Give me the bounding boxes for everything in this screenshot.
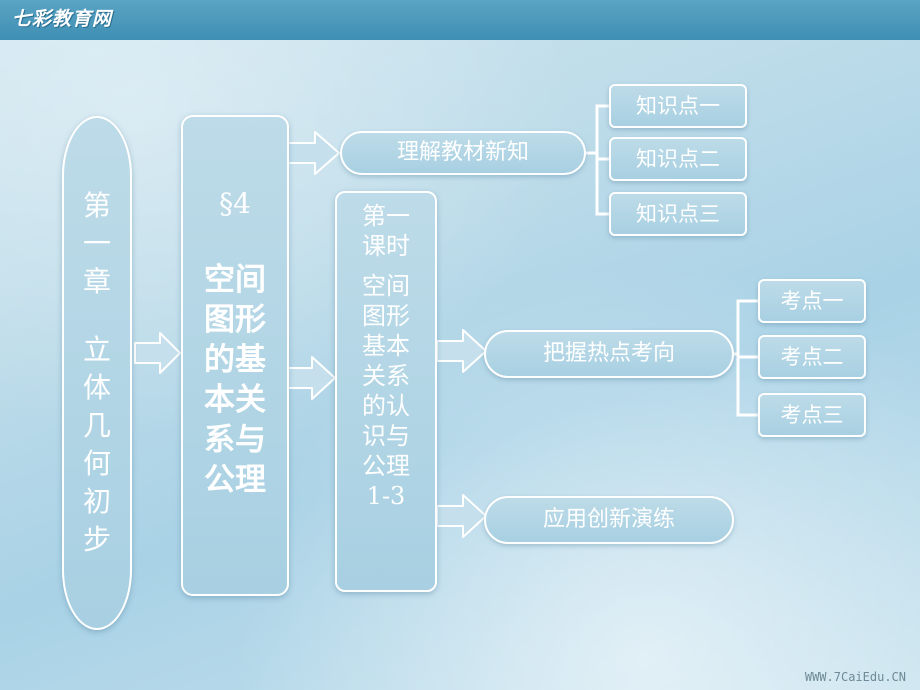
section-box[interactable]: §4 空间图形的基本关系与公理 <box>181 115 289 596</box>
bracket-exam <box>734 299 758 417</box>
exam-point-2[interactable]: 考点二 <box>758 335 866 379</box>
knowledge-point-2[interactable]: 知识点二 <box>609 137 747 181</box>
section-number: §4 <box>219 187 251 220</box>
chapter-char: 步 <box>82 523 111 556</box>
site-logo: 七彩教育网 <box>12 8 113 30</box>
arrow-chapter-to-section <box>134 332 181 374</box>
branch-hotspot[interactable]: 把握热点考向 <box>484 330 734 378</box>
chapter-char: 体 <box>82 371 111 404</box>
chapter-char: 一 <box>82 227 111 260</box>
knowledge-point-3[interactable]: 知识点三 <box>609 192 747 236</box>
arrow-lesson-to-hotspot <box>436 329 487 373</box>
chapter-char: 第 <box>82 189 111 222</box>
chapter-char: 几 <box>82 409 111 442</box>
chapter-char: 章 <box>82 265 111 298</box>
lesson-box[interactable]: 第一课时 空间图形基本关系的认识与公理1-3 <box>335 191 437 592</box>
arrow-section-to-lesson <box>286 356 336 400</box>
watermark: WWW.7CaiEdu.CN <box>804 670 906 684</box>
chapter-char: 何 <box>82 447 111 480</box>
chapter-oval[interactable]: 第 一 章 立 体 几 何 初 步 <box>62 116 132 630</box>
lesson-period: 第一课时 <box>362 202 410 260</box>
header-bar: 七彩教育网 <box>0 0 920 40</box>
exam-point-3[interactable]: 考点三 <box>758 393 866 437</box>
lesson-topic: 空间图形基本关系的认识与公理1-3 <box>362 272 410 510</box>
bracket-knowledge <box>586 104 609 216</box>
arrow-section-to-understand <box>286 131 340 175</box>
branch-understand[interactable]: 理解教材新知 <box>340 131 586 175</box>
exam-point-1[interactable]: 考点一 <box>758 279 866 323</box>
chapter-char: 立 <box>82 333 111 366</box>
chapter-char: 初 <box>82 485 111 518</box>
section-title: 空间图形的基本关系与公理 <box>204 262 266 498</box>
arrow-lesson-to-practice <box>436 494 487 538</box>
branch-practice[interactable]: 应用创新演练 <box>484 496 734 544</box>
knowledge-point-1[interactable]: 知识点一 <box>609 84 747 128</box>
